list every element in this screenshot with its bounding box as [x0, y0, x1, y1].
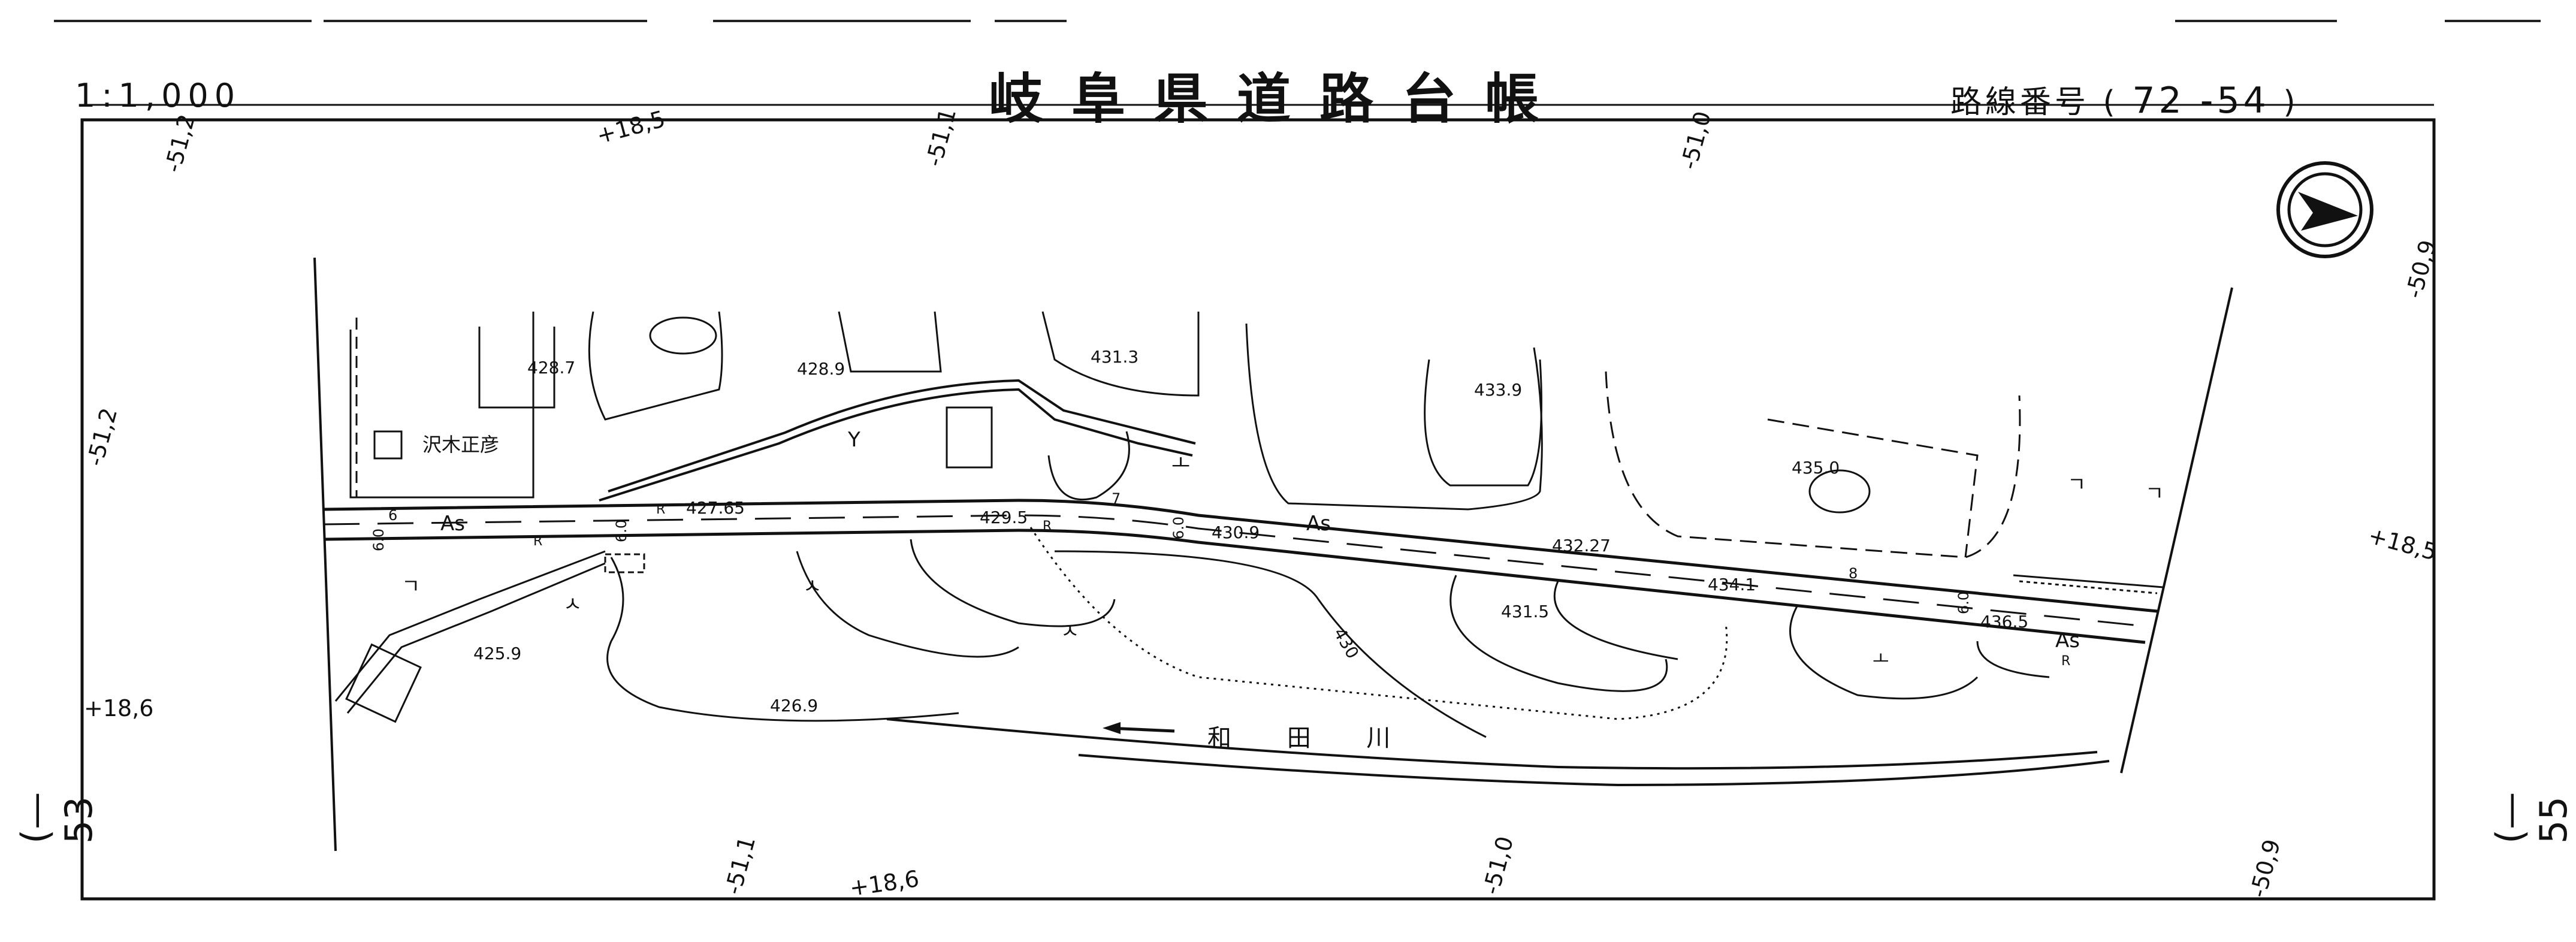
route-close-paren: ) [2283, 84, 2299, 120]
elevation-9: 432.27 [1552, 536, 1611, 555]
elevation-6: 427.65 [686, 498, 745, 518]
route-number: 72 -54 [2132, 80, 2270, 122]
map-frame [80, 118, 2436, 901]
river-label: 和 田 川 [1207, 724, 1414, 752]
retaining-wall [334, 550, 645, 723]
elevation-10: 434.1 [1708, 575, 1756, 594]
road-width-2: 6.0 [613, 520, 630, 542]
elevation-4: 433.9 [1474, 380, 1522, 400]
elevation-11: 431.5 [1501, 602, 1549, 621]
elevation-14: 426.9 [770, 696, 818, 715]
road-label-3: As [2055, 629, 2080, 653]
grid-label-right-1: +18,5 [2366, 522, 2440, 566]
parcels [349, 311, 2164, 594]
dotted-boundary [1029, 527, 1728, 720]
curve-marker-2: R [656, 502, 665, 517]
map-symbol-2: ㅅ [803, 575, 822, 599]
grid-label-bottom-1: -51,1 [720, 834, 760, 897]
grid-label-left-2: +18,6 [84, 695, 153, 721]
map-right-boundary [2120, 287, 2233, 774]
grid-label-top-4: -51,0 [1675, 108, 1716, 172]
elevation-13: 425.9 [473, 644, 521, 663]
elevation-12: 436.5 [1980, 612, 2028, 632]
map-symbol-7: ㅗ [1171, 452, 1190, 476]
elevation-5: 435.0 [1792, 458, 1840, 478]
small-number-3: 8 [1849, 565, 1858, 582]
map-labels: 沢木正彦 和 田 川 As As As 428.7 428.9 431.3 43… [370, 347, 2164, 752]
route-label: 路線番号 [1950, 84, 2090, 120]
small-number-2: 7 [1112, 490, 1121, 507]
curve-marker-1: R [533, 534, 542, 549]
road-width-1: 6.0 [370, 529, 387, 551]
elevation-7: 429.5 [980, 508, 1028, 527]
map-symbol-5: ㄱ [2067, 473, 2086, 497]
map-left-boundary [313, 257, 337, 852]
grid-label-bottom-4: -50,9 [2245, 837, 2285, 900]
road [323, 499, 2158, 644]
grid-label-bottom-3: -51,0 [1478, 834, 1518, 897]
grid-label-top-3: -51,1 [920, 105, 961, 169]
small-number-1: 6 [388, 507, 397, 524]
curve-marker-3: R [1043, 519, 1052, 534]
elevation-8: 430.9 [1212, 523, 1260, 542]
elevation-1: 428.7 [527, 358, 575, 378]
grid-labels: -51,2 +18,5 -51,1 -51,0 -50,9 -51,2 +18,… [81, 105, 2441, 901]
contour-label: 430 [1330, 624, 1363, 662]
map-symbol-4: ㄱ [401, 575, 420, 599]
route-open-paren: ( [2103, 84, 2119, 120]
curve-marker-4: R [2061, 654, 2070, 669]
grid-label-bottom-2: +18,6 [848, 865, 920, 901]
road-width-4: 6.0 [1955, 591, 1972, 614]
elevation-3: 431.3 [1091, 347, 1138, 367]
map-symbol-9: ㅗ [1873, 649, 1889, 670]
map-symbol-3: ㅅ [1061, 620, 1079, 644]
road-label-2: As [1306, 512, 1331, 536]
road-label-1: As [440, 512, 465, 536]
map-symbol-1: ㅅ [563, 593, 582, 617]
grid-label-top-2: +18,5 [594, 105, 668, 149]
grid-label-left-1: -51,2 [81, 405, 122, 469]
map-symbol-6: ㄱ [2145, 482, 2164, 506]
contours [606, 539, 2050, 738]
north-arrow-icon [2276, 161, 2373, 258]
owner-label: 沢木正彦 [422, 433, 499, 456]
river [886, 718, 2110, 787]
road-width-3: 6.0 [1170, 517, 1187, 539]
route-number-block: 路線番号 ( 72 -54 ) [1950, 77, 2299, 122]
elevation-2: 428.9 [797, 359, 845, 379]
map-symbol-8: Y [847, 428, 860, 452]
map-scale: 1:1,000 [75, 77, 241, 114]
side-road [599, 379, 1196, 502]
